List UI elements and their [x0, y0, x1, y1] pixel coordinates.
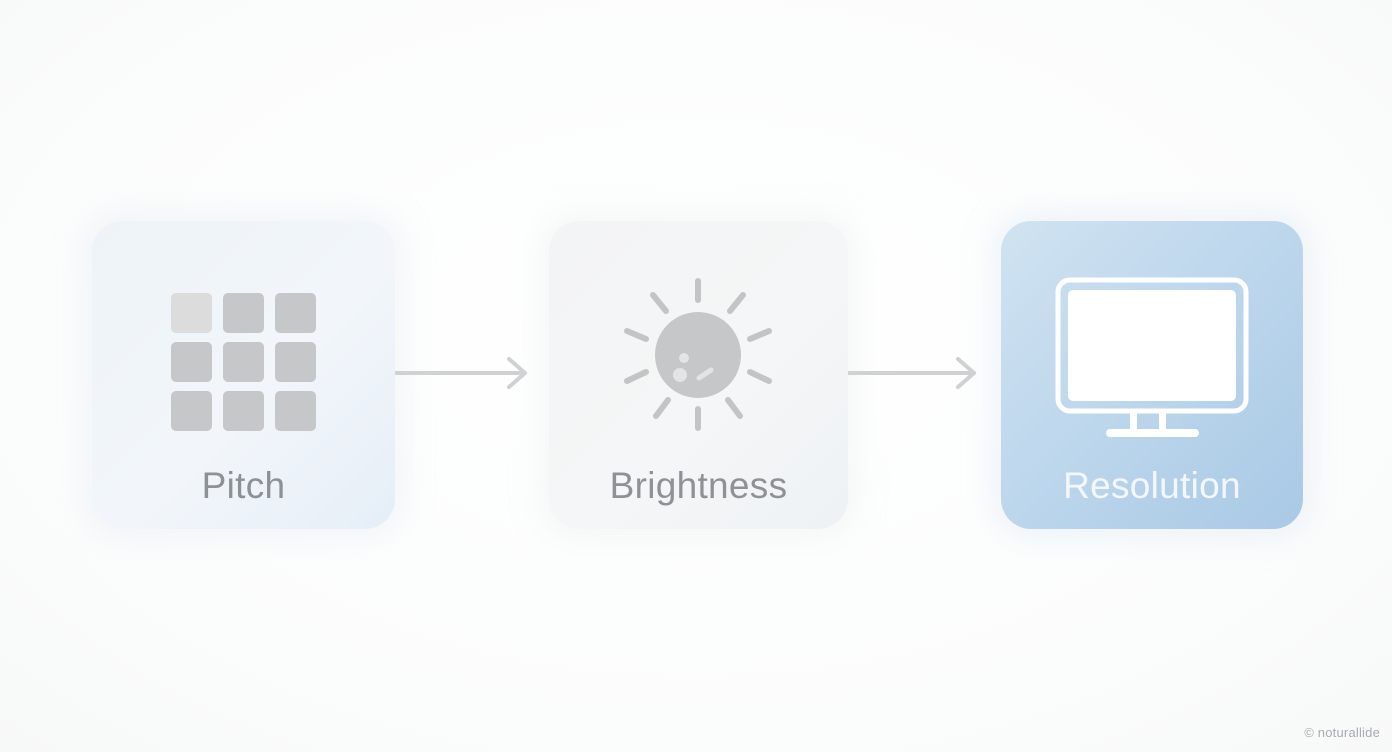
pitch-label: Pitch: [201, 465, 286, 506]
arrow-right-icon: [395, 357, 527, 389]
arrow-right-icon: [848, 357, 976, 389]
resolution-label: Resolution: [1063, 465, 1241, 506]
brightness-label: Brightness: [609, 465, 788, 506]
watermark: © noturallide: [1304, 725, 1380, 740]
